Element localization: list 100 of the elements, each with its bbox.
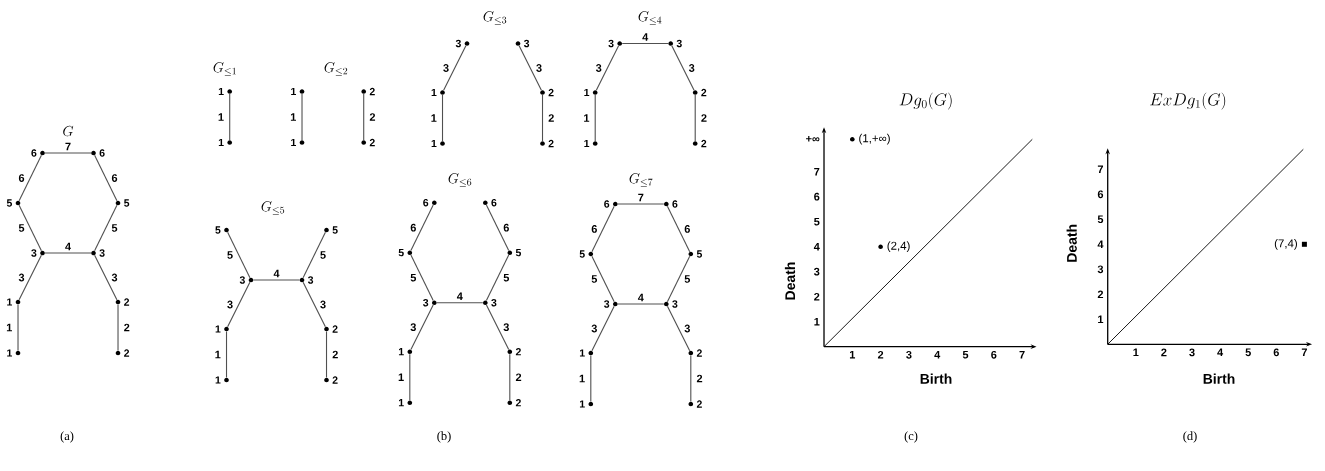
edge-label: 6: [111, 174, 118, 182]
tick-label: 3: [1097, 265, 1104, 274]
axis-title: Birth: [920, 373, 952, 384]
vertex-label: 2: [515, 399, 521, 407]
vertex-label: 5: [696, 250, 703, 258]
vertex-label: 3: [604, 300, 610, 308]
vertex-label: 6: [423, 199, 429, 207]
tick-label: 5: [1245, 348, 1251, 357]
graph-edge: [509, 353, 511, 401]
vertex-label: 6: [99, 149, 105, 157]
vertex-label: 5: [398, 249, 404, 257]
graph-edge: [94, 204, 118, 252]
point-label: (2,4): [887, 241, 910, 253]
edge-label: 1: [215, 350, 221, 359]
tick-label: 5: [1097, 215, 1104, 224]
edge-label: 1: [584, 114, 590, 122]
vertex-label: 2: [124, 349, 130, 357]
chart-title: $Dg_0(G)$: [899, 92, 952, 110]
vertex-label: 1: [398, 348, 404, 356]
edge-label: 5: [227, 251, 233, 259]
tick-label: +∞: [806, 136, 820, 142]
graph-edge: [590, 354, 592, 403]
edge-label: 3: [410, 323, 416, 332]
panel-caption: (c): [904, 431, 918, 443]
edge-label: 5: [591, 275, 598, 283]
vertex-label: 1: [218, 87, 224, 96]
edge-label: 5: [684, 275, 691, 283]
edge-label: 3: [443, 64, 449, 72]
edge-label: 3: [111, 273, 118, 282]
graph-edge: [325, 330, 328, 379]
tick-label: 2: [1097, 290, 1104, 299]
vertex-label: 3: [99, 249, 105, 257]
vertex-label: 2: [369, 138, 375, 147]
graph-edge: [541, 94, 544, 142]
vertex-label: 5: [215, 226, 221, 234]
panel-caption: (b): [437, 431, 451, 443]
graph-edge: [252, 279, 301, 281]
graph-edge: [666, 305, 691, 352]
vertex-label: 1: [579, 349, 585, 357]
vertex-label: 3: [491, 299, 497, 307]
graph-edge: [410, 204, 434, 251]
tick-label: 1: [814, 317, 820, 326]
vertex-label: 1: [584, 88, 590, 97]
vertex-label: 6: [604, 200, 610, 208]
vertex-label: 1: [7, 349, 12, 357]
vertex-label: 5: [515, 249, 522, 257]
edge-label: 5: [320, 251, 326, 259]
vertex-label: 2: [696, 349, 702, 357]
vertex-label: 3: [239, 276, 245, 284]
vertex-label: 1: [215, 325, 221, 333]
edge-label: 2: [332, 350, 338, 359]
tick-label: 4: [934, 350, 941, 359]
graph-edge: [443, 45, 467, 91]
graph-edge: [666, 205, 691, 253]
point-label: (1,+∞): [859, 133, 890, 145]
vertex-label: 1: [398, 399, 404, 407]
vertex-label: 5: [124, 199, 130, 207]
graph-edge: [666, 255, 691, 303]
edge-label: 1: [290, 113, 296, 121]
vertex-label: 3: [455, 39, 461, 48]
graph-edge: [17, 303, 19, 352]
graph-title: $G_{\leq 1}$: [213, 62, 236, 76]
vertex-label: 1: [7, 298, 12, 306]
vertex-label: 1: [431, 139, 437, 148]
vertex-label: 6: [31, 149, 37, 157]
vertex-label: 1: [215, 376, 221, 384]
graph-edge: [694, 94, 696, 142]
edge-label: 5: [410, 273, 417, 282]
graph-edge: [671, 45, 695, 91]
edge-label: 6: [591, 225, 597, 233]
graph-edge: [18, 154, 42, 202]
tick-label: 6: [814, 192, 820, 201]
tick-label: 2: [814, 292, 820, 301]
edge-label: 1: [398, 373, 404, 381]
edge-label: 2: [124, 323, 130, 332]
graph-edge: [117, 303, 119, 352]
vertex-label: 3: [307, 276, 314, 284]
edge-label: 7: [638, 193, 644, 202]
vertex-label: 3: [676, 39, 682, 48]
graph-title: $G_{\leq 2}$: [324, 62, 348, 76]
tick-label: 7: [1097, 165, 1103, 174]
edge-label: 2: [696, 374, 703, 383]
vertex-label: 1: [584, 139, 590, 148]
tick-label: 3: [906, 350, 912, 359]
panel-caption: (a): [60, 431, 74, 443]
graph-edge: [44, 252, 92, 254]
vertex-label: 5: [6, 199, 12, 207]
graph-title: $G_{\leq 4}$: [638, 11, 662, 25]
graph-edge: [594, 94, 596, 142]
vertex-label: 2: [369, 87, 375, 96]
tick-label: 4: [1217, 348, 1224, 357]
tick-label: 3: [813, 267, 820, 276]
edge-label: 5: [503, 273, 510, 282]
graph-title: $G_{\leq 7}$: [629, 173, 653, 187]
tick-label: 7: [1301, 348, 1307, 357]
edge-label: 4: [642, 33, 649, 41]
tick-label: 2: [1161, 348, 1167, 357]
edge-label: 2: [369, 113, 376, 121]
vertex-label: 3: [31, 249, 37, 257]
vertex-label: 3: [523, 39, 530, 48]
